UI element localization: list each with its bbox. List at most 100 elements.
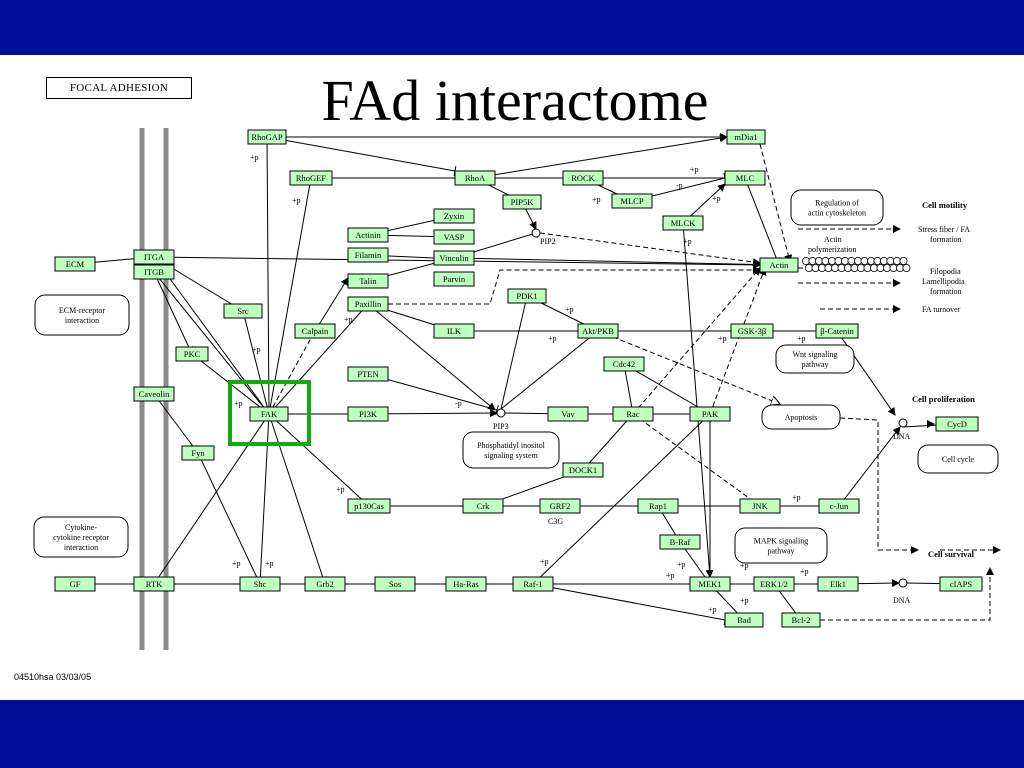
- node-rhogap: RhoGAP: [247, 129, 287, 145]
- node-label-calpain: Calpain: [302, 326, 329, 336]
- node-label-vav: Vav: [561, 409, 575, 419]
- node-crk: Crk: [462, 498, 504, 514]
- node-raf1: Raf-1: [512, 576, 554, 592]
- node-label-pkc: PKC: [184, 349, 201, 359]
- output-fa-turnover: FA turnover: [922, 305, 961, 314]
- node-label-hras: Ha-Ras: [453, 579, 479, 589]
- svg-text:ECM-receptor: ECM-receptor: [59, 306, 106, 315]
- fak-highlight: [228, 380, 311, 446]
- plus-p-12: +p: [234, 399, 243, 408]
- plus-p-9: +p: [797, 334, 806, 343]
- node-label-actin: Actin: [770, 260, 790, 270]
- node-paxillin: Paxillin: [347, 296, 389, 312]
- node-label-bcatenin: β-Catenin: [820, 326, 854, 336]
- node-label-mek1: MEK1: [698, 579, 721, 589]
- top-banner: [0, 0, 1024, 55]
- node-label-rhogef: RhoGEF: [296, 173, 327, 183]
- node-label-shc: Shc: [254, 579, 267, 589]
- minus-p-0: -p: [676, 181, 683, 190]
- node-grf2: GRF2: [539, 498, 581, 514]
- plus-p-18: +p: [708, 605, 717, 614]
- svg-text:cytokine receptor: cytokine receptor: [53, 533, 109, 542]
- svg-text:Wnt signaling: Wnt signaling: [792, 350, 837, 359]
- node-label-bcl2: Bcl-2: [792, 615, 811, 625]
- node-mek1: MEK1: [689, 576, 731, 592]
- node-label-bad: Bad: [737, 615, 751, 625]
- plus-p-22: +p: [336, 485, 345, 494]
- node-cdc42: Cdc42: [603, 356, 645, 372]
- node-ecm: ECM: [54, 256, 96, 272]
- node-ciaps: cIAPS: [939, 576, 983, 592]
- node-label-cjun: c-Jun: [830, 501, 849, 511]
- node-braf: B-Raf: [659, 534, 701, 550]
- node-label-grf2: GRF2: [550, 501, 571, 511]
- node-shc: Shc: [239, 576, 281, 592]
- label-dna-1: DNA: [893, 432, 911, 441]
- node-rock: ROCK: [562, 170, 604, 186]
- bottom-banner: [0, 700, 1024, 768]
- box-apoptosis: Apoptosis: [761, 404, 841, 430]
- plus-p-13: +p: [540, 557, 549, 566]
- node-label-mlc: MLC: [736, 173, 755, 183]
- box-cell-cycle: Cell cycle: [917, 444, 999, 474]
- output-stress-fiber: Stress fiber / FA: [918, 225, 970, 234]
- output-filopodia-2: Lamellipodia: [922, 277, 965, 286]
- plus-p-16: +p: [792, 493, 801, 502]
- node-akt: Akt/PKB: [577, 323, 619, 339]
- plus-p-2: +p: [690, 165, 699, 174]
- plus-p-1: +p: [292, 196, 301, 205]
- node-label-rhoa: RhoA: [465, 173, 486, 183]
- label-c3g: C3G: [548, 517, 563, 526]
- label-pip3: PIP3: [493, 422, 509, 431]
- actin-filament-icon: [802, 256, 911, 272]
- plus-p-21: +p: [265, 559, 274, 568]
- node-talin: Talin: [347, 273, 389, 289]
- node-src: Src: [223, 303, 263, 319]
- node-fyn: Fyn: [181, 445, 215, 461]
- node-elk1: Elk1: [817, 576, 859, 592]
- node-label-rac: Rac: [626, 409, 639, 419]
- output-actin-poly: Actin: [824, 235, 842, 244]
- node-label-parvin: Parvin: [443, 274, 466, 284]
- node-label-p130cas: p130Cas: [354, 501, 384, 511]
- svg-text:interaction: interaction: [64, 543, 98, 552]
- header-cell-survival: Cell survival: [928, 549, 975, 559]
- node-label-mlck: MLCK: [671, 218, 696, 228]
- output-stress-fiber-2: formation: [930, 235, 962, 244]
- node-label-pip5k: PIP5K: [511, 197, 535, 207]
- node-label-caveolin: Caveolin: [139, 389, 170, 399]
- plus-p-17: +p: [800, 567, 809, 576]
- node-label-cycd: CycD: [947, 419, 967, 429]
- node-label-zyxin: Zyxin: [444, 211, 465, 221]
- node-pak: PAK: [689, 406, 731, 422]
- node-label-cdc42: Cdc42: [613, 359, 635, 369]
- node-label-braf: B-Raf: [670, 537, 691, 547]
- node-label-erk12: ERK1/2: [760, 579, 788, 589]
- node-hras: Ha-Ras: [445, 576, 487, 592]
- plus-p-7: +p: [548, 334, 557, 343]
- node-rtk: RTK: [133, 576, 175, 592]
- header-cell-motility: Cell motility: [922, 200, 968, 210]
- node-mlcp: MLCP: [611, 193, 653, 209]
- node-label-rtk: RTK: [146, 579, 163, 589]
- node-label-pak: PAK: [702, 409, 719, 419]
- node-calpain: Calpain: [294, 323, 336, 339]
- node-label-actinin: Actinin: [355, 230, 381, 240]
- plus-p-19: +p: [740, 596, 749, 605]
- node-label-pdk1: PDK1: [516, 291, 537, 301]
- node-label-mlcp: MLCP: [620, 196, 643, 206]
- node-label-vinculin: Vinculin: [439, 253, 469, 263]
- node-mdia1: mDia1: [726, 129, 766, 145]
- node-label-src: Src: [237, 306, 249, 316]
- node-rac: Rac: [612, 406, 654, 422]
- node-label-talin: Talin: [359, 276, 377, 286]
- node-actinin: Actinin: [347, 227, 389, 243]
- node-vav: Vav: [547, 406, 589, 422]
- plus-p-0: +p: [250, 153, 259, 162]
- node-zyxin: Zyxin: [433, 208, 475, 224]
- node-label-grb2: Grb2: [316, 579, 333, 589]
